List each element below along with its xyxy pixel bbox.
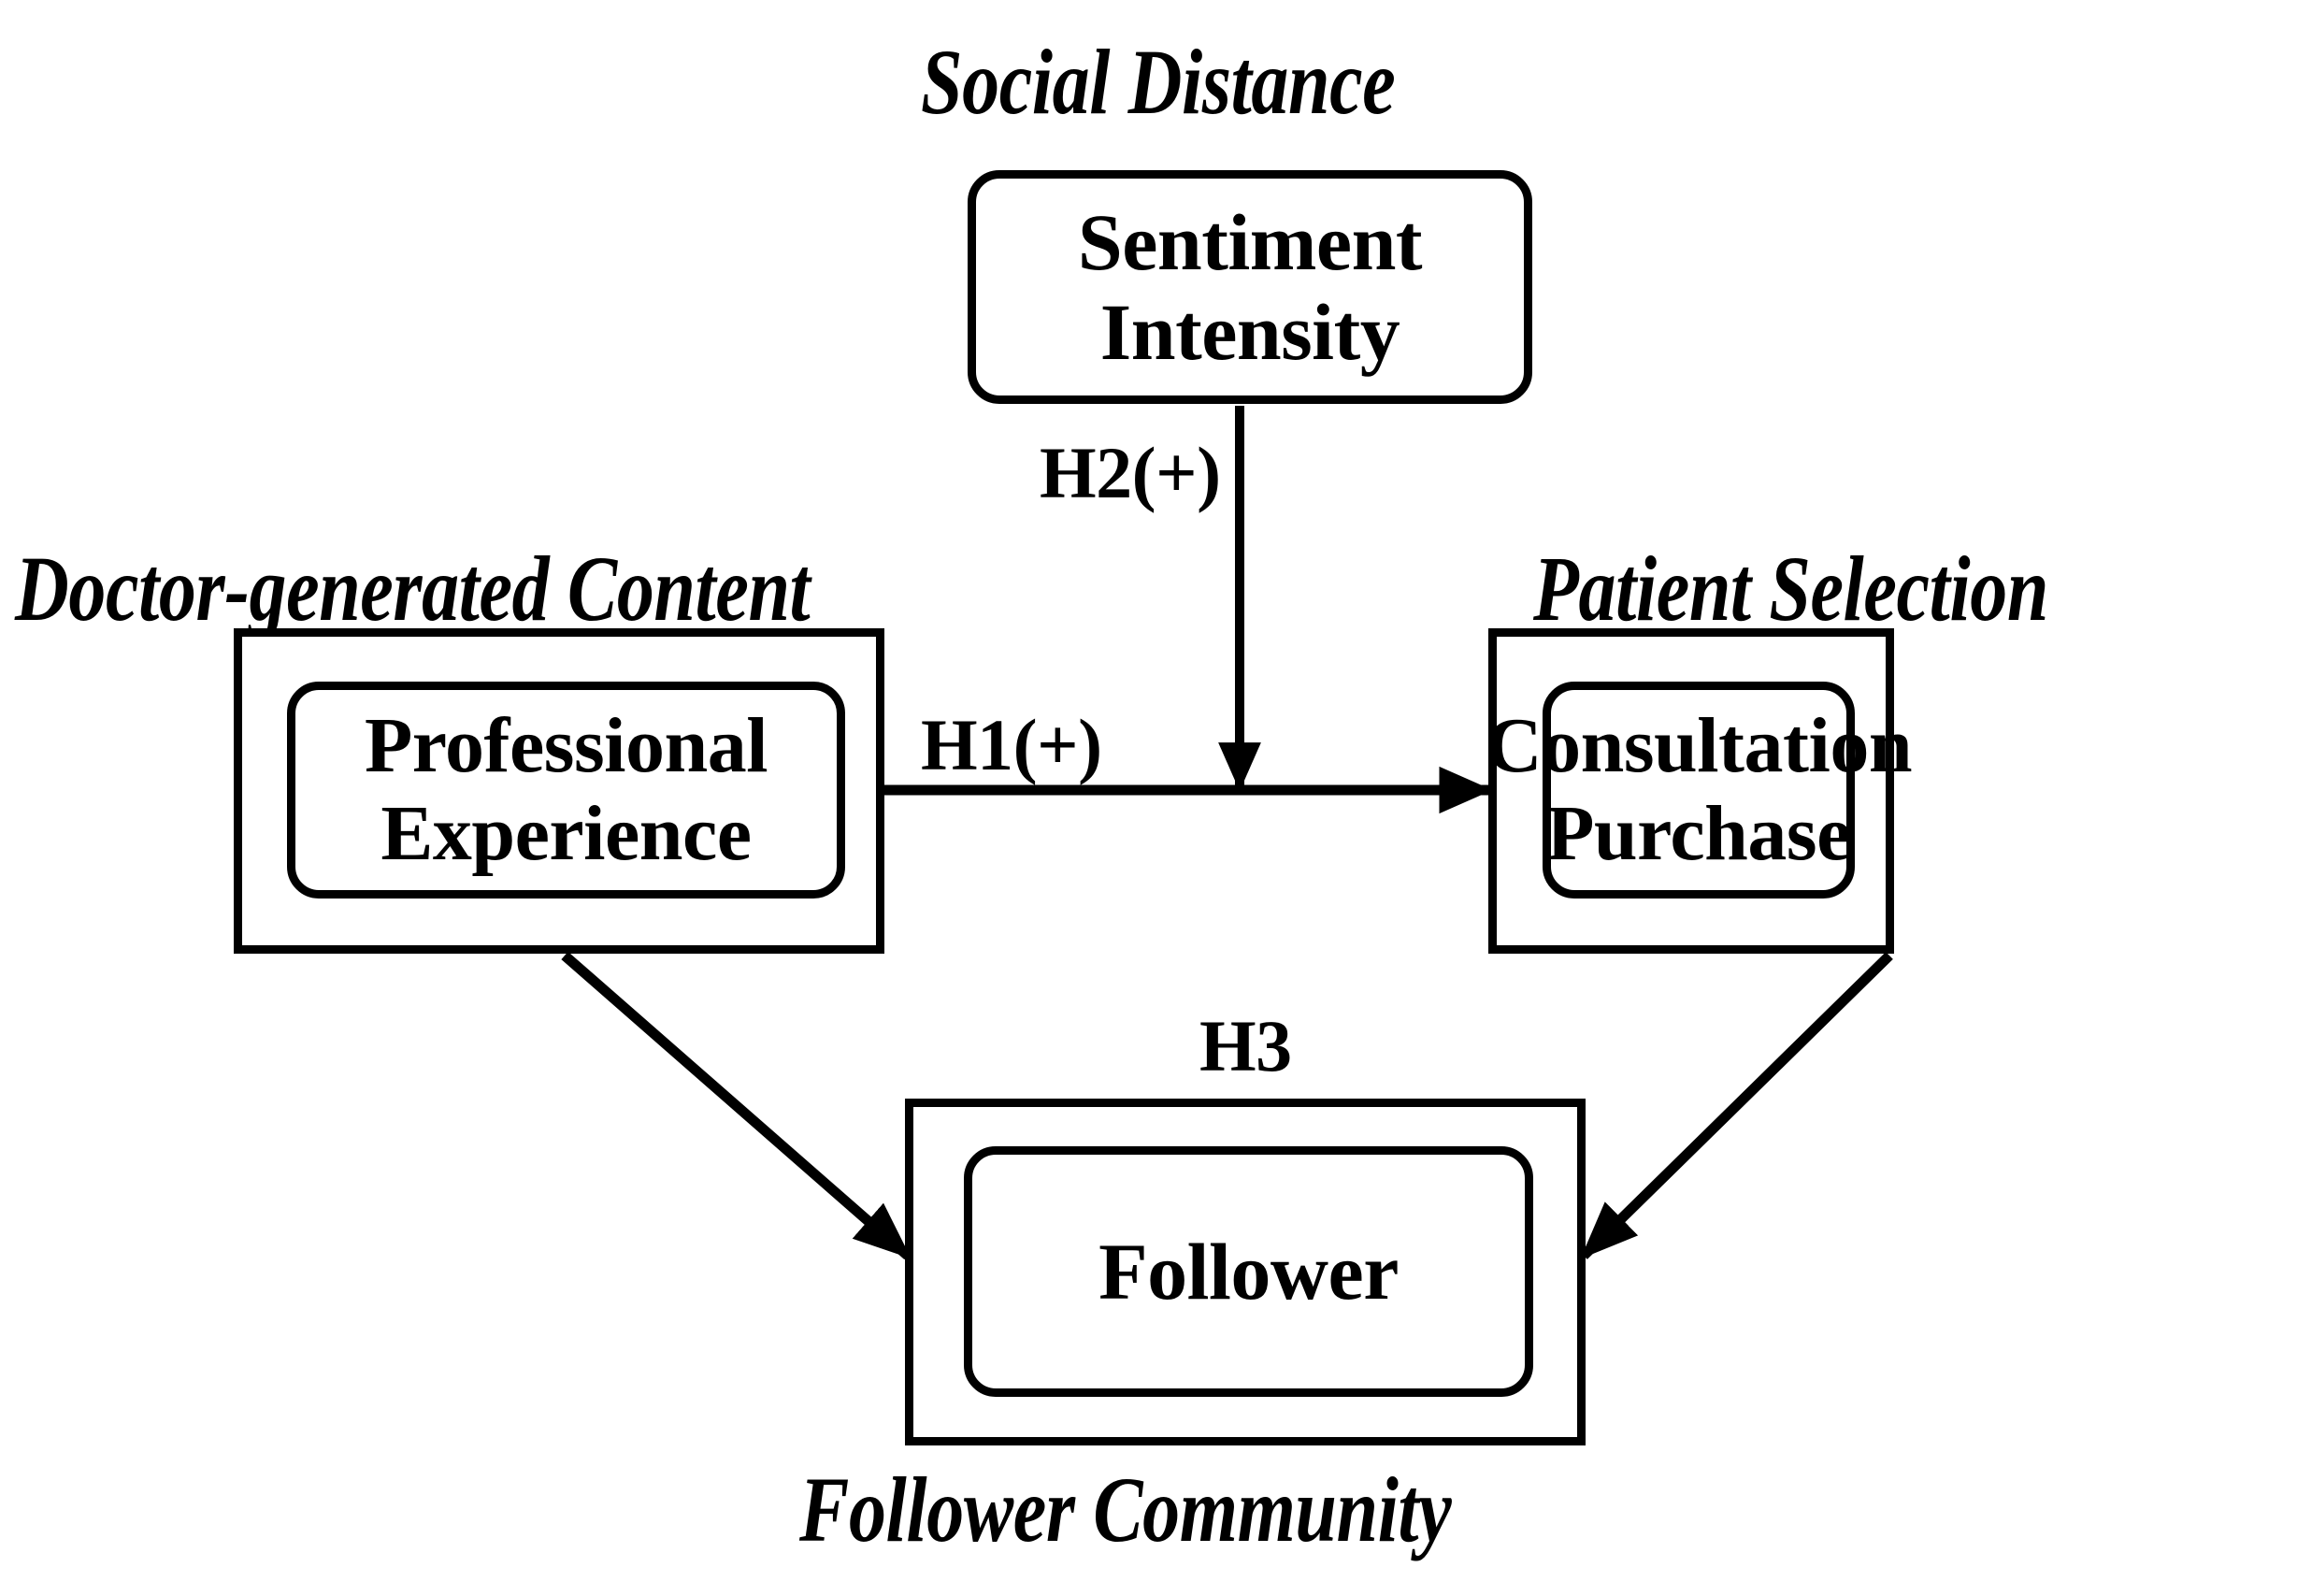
label-h2: H2(+) xyxy=(1040,432,1221,513)
arrow-h3-right xyxy=(1580,952,1893,1259)
label-h3: H3 xyxy=(1199,1005,1292,1086)
box-consultation-purchase[interactable]: Consultation Purchase xyxy=(1486,682,1913,899)
label-h1: H1(+) xyxy=(921,704,1102,785)
caption-social-distance: Social Distance xyxy=(921,30,1396,134)
caption-patient-selection: Patient Selection xyxy=(1533,537,2048,640)
arrow-h3-left xyxy=(561,951,912,1260)
box-professional-experience-label: Professional Experience xyxy=(364,701,768,877)
caption-doctor-generated-content: Doctor-generated Content xyxy=(15,537,811,640)
box-sentiment-intensity-label: Sentiment Intensity xyxy=(1077,196,1423,377)
box-follower[interactable]: Follower xyxy=(964,1146,1533,1397)
caption-follower-community: Follower Community xyxy=(799,1458,1452,1561)
box-sentiment-intensity[interactable]: Sentiment Intensity xyxy=(968,170,1532,404)
box-professional-experience[interactable]: Professional Experience xyxy=(287,682,845,899)
box-follower-label: Follower xyxy=(1098,1226,1399,1316)
box-consultation-purchase-label: Consultation Purchase xyxy=(1485,701,1913,877)
